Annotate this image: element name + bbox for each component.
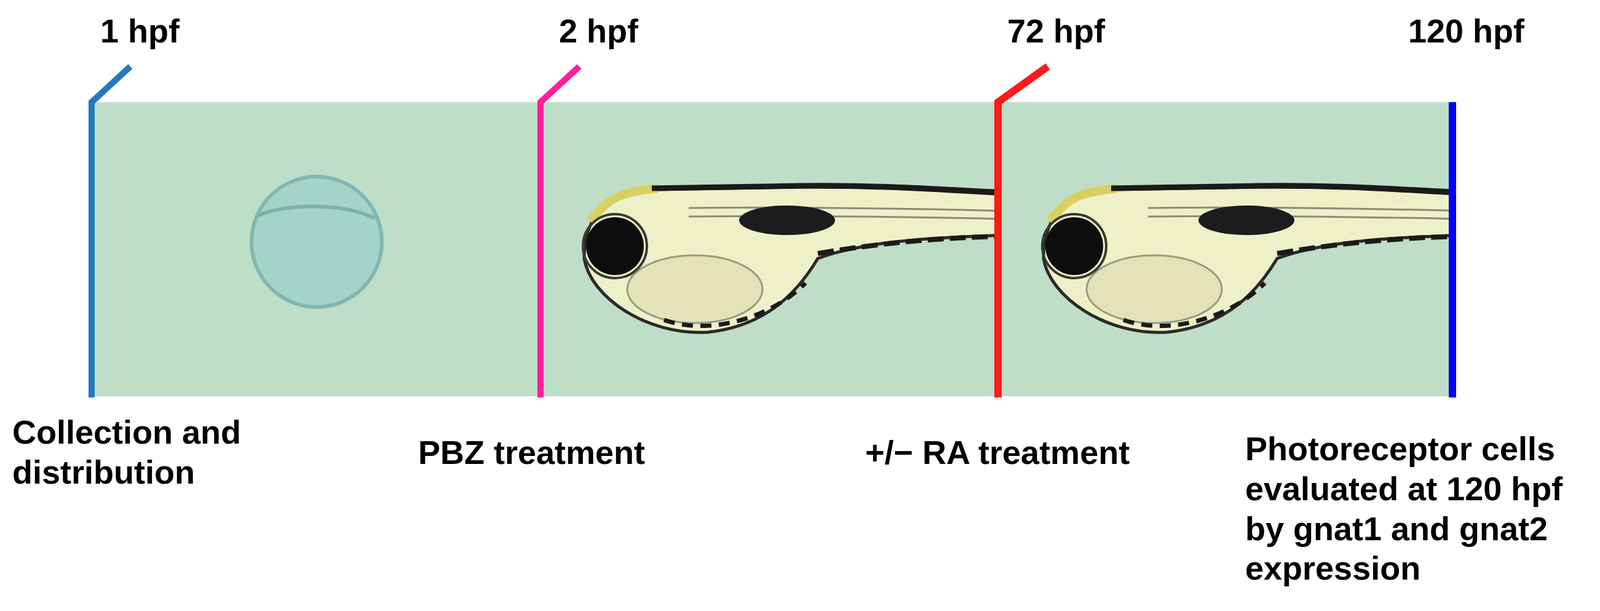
time-label: 2 hpf — [558, 11, 639, 52]
step-label: Photoreceptor cells evaluated at 120 hpf… — [1245, 428, 1593, 588]
step-label: PBZ treatment — [418, 432, 646, 473]
step-label: Collection and distribution — [12, 411, 259, 492]
time-label: 1 hpf — [100, 11, 180, 52]
step-label: +/− RA treatment — [865, 432, 1130, 473]
time-label: 72 hpf — [1007, 11, 1105, 52]
time-label: 120 hpf — [1408, 11, 1525, 52]
